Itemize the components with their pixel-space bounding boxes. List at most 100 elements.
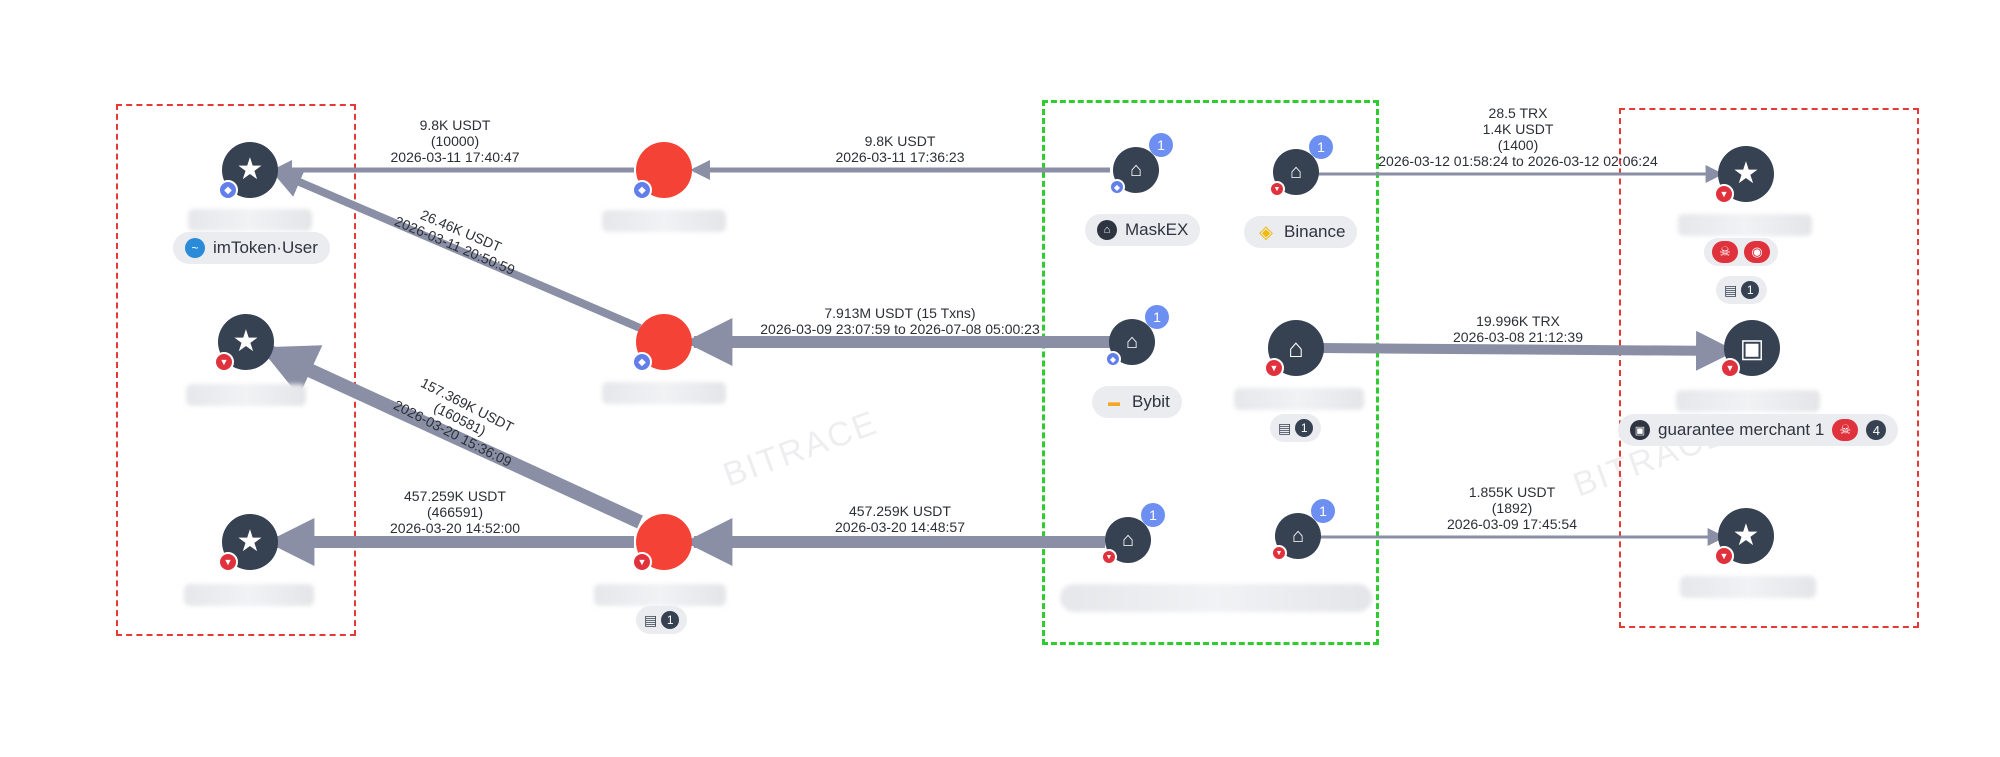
right-group-box	[1619, 108, 1919, 628]
risk-count: 4	[1866, 420, 1887, 440]
address-hidden	[186, 384, 306, 406]
ethereum-chain-icon: ◆	[218, 180, 238, 200]
address-hidden	[1234, 388, 1364, 410]
bank-icon: ⌂	[1288, 332, 1304, 363]
imtoken-user-tag[interactable]: ~ imToken·User	[173, 232, 330, 264]
star-icon: ★	[236, 153, 264, 186]
star-icon: ★	[1732, 519, 1760, 552]
exchange-node-3[interactable]: ⌂ ▼ 1	[1101, 503, 1165, 565]
address-node-left-3[interactable]: ★ ▼	[218, 514, 278, 572]
address-hidden	[594, 584, 726, 606]
ethereum-chain-icon: ◆	[632, 180, 652, 200]
star-icon: ★	[1732, 157, 1760, 190]
exchange-icon: ⌂	[1129, 158, 1143, 181]
bank-entity-node[interactable]: ⌂ ▼	[1264, 320, 1324, 378]
shop-icon: ▣	[1630, 420, 1650, 440]
risk-tags-badge[interactable]: ☠ ◉	[1704, 238, 1778, 266]
document-icon: ▤	[644, 611, 658, 628]
tron-chain-icon: ▼	[632, 552, 652, 572]
document-icon: ▤	[1724, 281, 1738, 298]
ethereum-chain-icon: ◆	[632, 352, 652, 372]
document-count: 1	[661, 611, 680, 629]
left-group-box	[116, 104, 356, 636]
edge-e3[interactable]	[270, 167, 642, 332]
tron-chain-icon: ▼	[214, 352, 234, 372]
address-hidden	[184, 584, 314, 606]
address-hidden	[1680, 576, 1816, 598]
exchange-group-box	[1042, 100, 1379, 645]
bybit-logo-icon: ▬	[1108, 395, 1120, 409]
ethereum-chain-icon: ◆	[1105, 351, 1121, 367]
address-hidden	[602, 382, 726, 404]
alert-count-badge: 1	[1309, 135, 1333, 159]
ethereum-chain-icon: ◆	[1109, 179, 1125, 195]
maskex-label: MaskEX	[1125, 220, 1189, 239]
address-hidden	[1676, 390, 1820, 412]
bybit-label: Bybit	[1132, 392, 1170, 411]
edge-e5[interactable]	[259, 345, 643, 529]
document-count: 1	[1741, 281, 1760, 299]
document-count-badge[interactable]: ▤ 1	[636, 606, 688, 634]
document-count-badge[interactable]: ▤ 1	[1270, 414, 1322, 442]
address-node-left-1[interactable]: ★ ◆	[218, 142, 278, 200]
address-hidden	[602, 210, 726, 232]
merchant-node[interactable]: ▣ ▼	[1720, 320, 1780, 378]
tron-chain-icon: ▼	[1264, 358, 1284, 378]
tron-chain-icon: ▼	[1714, 546, 1734, 566]
alert-count-badge: 1	[1311, 499, 1335, 523]
skull-icon: ☠	[1712, 241, 1738, 263]
document-count-badge[interactable]: ▤ 1	[1716, 276, 1768, 304]
exchange-icon: ⌂	[1291, 524, 1305, 547]
guarantee-merchant-label: guarantee merchant 1	[1658, 420, 1825, 439]
alert-count-badge: 1	[1141, 503, 1165, 527]
star-icon: ★	[236, 525, 264, 558]
tron-chain-icon: ▼	[1269, 181, 1285, 197]
document-count: 1	[1295, 419, 1314, 437]
exchange-node-6[interactable]: ⌂ ▼ 1	[1271, 499, 1335, 561]
gamble-icon: ◉	[1744, 241, 1770, 263]
address-node-left-2[interactable]: ★ ▼	[214, 314, 274, 372]
tron-chain-icon: ▼	[1720, 358, 1740, 378]
edge-e9[interactable]	[1319, 330, 1736, 371]
binance-label: Binance	[1284, 222, 1346, 241]
edge-label-e10: 1.855K USDT(1892)2026-03-09 17:45:54	[1447, 484, 1577, 532]
address-hidden	[188, 209, 312, 231]
tron-chain-icon: ▼	[1101, 549, 1117, 565]
binance-logo-icon: ◈	[1259, 221, 1273, 242]
binance-tag[interactable]: ◈ Binance	[1244, 216, 1358, 248]
exchange-icon: ⌂	[1121, 528, 1135, 551]
edge-label-e1: 9.8K USDT(10000)2026-03-11 17:40:47	[390, 117, 520, 165]
maskex-logo-icon: ⌂	[1097, 220, 1117, 240]
maskex-exchange-node[interactable]: ⌂ ◆ 1	[1109, 133, 1173, 195]
address-node-right-1[interactable]: ★ ▼	[1714, 146, 1774, 204]
exchange-icon: ⌂	[1289, 160, 1303, 183]
address-hidden	[1678, 214, 1812, 236]
address-hidden	[1060, 584, 1372, 612]
imtoken-user-label: imToken·User	[213, 238, 318, 257]
bybit-exchange-node[interactable]: ⌂ ◆ 1	[1105, 305, 1169, 367]
bybit-tag[interactable]: ▬ Bybit	[1092, 386, 1182, 418]
address-node-right-3[interactable]: ★ ▼	[1714, 508, 1774, 566]
document-icon: ▤	[1278, 419, 1292, 436]
edge-label-e4: 7.913M USDT (15 Txns)2026-03-09 23:07:59…	[760, 305, 1040, 337]
alert-count-badge: 1	[1149, 133, 1173, 157]
risk-address-node-2[interactable]: ◆	[632, 314, 692, 372]
tron-chain-icon: ▼	[1271, 545, 1287, 561]
binance-exchange-node[interactable]: ⌂ ▼ 1	[1269, 135, 1333, 197]
maskex-tag[interactable]: ⌂ MaskEX	[1085, 214, 1201, 246]
risk-address-node-3[interactable]: ▼	[632, 514, 692, 572]
risk-address-node-1[interactable]: ◆	[632, 142, 692, 200]
exchange-icon: ⌂	[1125, 330, 1139, 353]
shop-icon: ▣	[1739, 332, 1765, 363]
edge-label-e6: 457.259K USDT(466591)2026-03-20 14:52:00	[390, 488, 520, 536]
guarantee-merchant-tag[interactable]: ▣ guarantee merchant 1 ☠ 4	[1618, 414, 1899, 446]
imtoken-logo-icon: ~	[185, 238, 205, 258]
tron-chain-icon: ▼	[218, 552, 238, 572]
star-icon: ★	[232, 325, 260, 358]
skull-icon: ☠	[1832, 419, 1859, 441]
